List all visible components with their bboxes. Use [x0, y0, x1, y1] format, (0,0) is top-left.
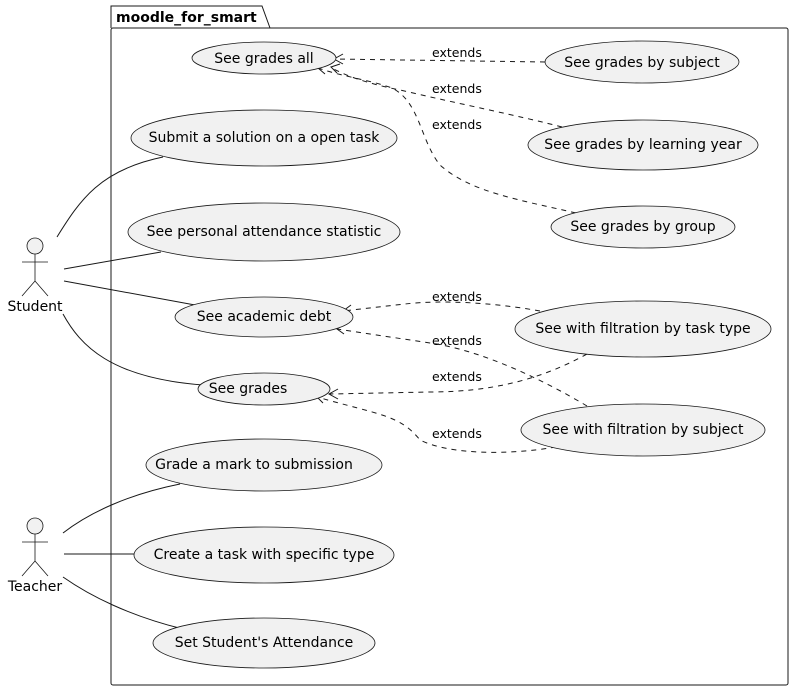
use-case-grade-mark[interactable]: Grade a mark to submission: [145, 438, 383, 492]
use-case-see-grades[interactable]: See grades: [197, 372, 331, 406]
use-case-label: Grade a mark to submission: [155, 457, 353, 473]
use-case-filtration-by-task-type[interactable]: See with filtration by task type: [514, 300, 772, 358]
arrowhead-to-grades-all-2: [330, 63, 341, 74]
use-case-label: See grades all: [214, 51, 313, 67]
actor-body: [21, 254, 49, 297]
use-case-shape: [520, 403, 766, 457]
use-case-shape: [527, 119, 759, 171]
use-case-shape: [133, 526, 395, 584]
extend-label-filter-task-to-debt: extends: [432, 289, 482, 304]
use-case-label: See grades: [209, 381, 288, 397]
association-teacher-set-attendance: [62, 576, 184, 630]
use-case-label: See grades by learning year: [544, 137, 742, 153]
use-case-shape: [174, 296, 354, 338]
use-case-shape: [191, 41, 337, 75]
use-case-personal-attendance-statistic[interactable]: See personal attendance statistic: [127, 202, 401, 262]
association-student-grades: [62, 313, 204, 386]
use-case-label: Set Student's Attendance: [175, 635, 354, 651]
extend-label-grades-by-group: extends: [432, 117, 482, 132]
package-tab: [110, 5, 271, 29]
use-case-label: See personal attendance statistic: [147, 224, 382, 240]
use-cases: See grades all See grades by subject Sub…: [127, 40, 772, 669]
actor-body: [21, 534, 49, 577]
extend-label-grades-by-subject: extends: [432, 45, 482, 60]
use-case-shape: [197, 372, 331, 406]
use-case-label: See academic debt: [197, 309, 332, 325]
use-case-shape: [544, 40, 740, 84]
use-case-shape: [145, 438, 383, 492]
use-case-see-grades-all[interactable]: See grades all: [191, 41, 337, 75]
extend-line-filter-subject-to-grades: [316, 396, 557, 453]
use-case-shape: [127, 202, 401, 262]
actor-head: [26, 237, 44, 255]
use-case-shape: [550, 205, 736, 249]
use-case-label: See with filtration by subject: [543, 422, 744, 438]
use-case-submit-solution[interactable]: Submit a solution on a open task: [130, 109, 398, 167]
extend-label-filter-subject-to-grades: extends: [432, 426, 482, 441]
use-case-filtration-by-subject[interactable]: See with filtration by subject: [520, 403, 766, 457]
actor-student[interactable]: Student: [7, 237, 63, 315]
extend-label-filter-task-to-grades: extends: [432, 369, 482, 384]
association-student-attendance-stat: [63, 251, 162, 270]
actor-label: Teacher: [7, 579, 63, 595]
use-case-label: See grades by group: [570, 219, 715, 235]
use-case-create-task[interactable]: Create a task with specific type: [133, 526, 395, 584]
use-case-label: See with filtration by task type: [535, 321, 750, 337]
package-body: [110, 27, 789, 686]
extend-line-filter-task-to-debt: [342, 301, 541, 312]
extend-line-grades-by-learning-year: [329, 66, 563, 128]
use-case-shape: [514, 300, 772, 358]
extend-line-filter-subject-to-debt: [336, 328, 588, 407]
extend-line-filter-task-to-grades: [328, 353, 588, 395]
package-frame: moodle_for_smart: [110, 5, 789, 686]
extend-label-filter-subject-to-debt: extends: [432, 333, 482, 348]
package-name: moodle_for_smart: [116, 10, 257, 26]
use-case-see-academic-debt[interactable]: See academic debt: [174, 296, 354, 338]
extend-labels: extends extends extends extends extends …: [432, 45, 482, 441]
extend-label-grades-by-learning-year: extends: [432, 81, 482, 96]
use-case-shape: [130, 109, 398, 167]
use-case-shape: [152, 617, 376, 669]
use-case-label: See grades by subject: [564, 55, 720, 71]
use-case-label: Submit a solution on a open task: [149, 130, 381, 146]
actor-teacher[interactable]: Teacher: [7, 517, 63, 595]
use-case-see-grades-by-subject[interactable]: See grades by subject: [544, 40, 740, 84]
use-case-set-attendance[interactable]: Set Student's Attendance: [152, 617, 376, 669]
arrowhead-to-grades-1: [327, 388, 339, 400]
association-student-academic-debt: [63, 280, 196, 306]
use-case-see-grades-by-group[interactable]: See grades by group: [550, 205, 736, 249]
association-teacher-grade-mark: [62, 483, 181, 534]
association-student-submit: [56, 156, 164, 238]
use-case-see-grades-by-learning-year[interactable]: See grades by learning year: [527, 119, 759, 171]
actor-label: Student: [7, 299, 63, 315]
extend-lines: [316, 58, 588, 453]
association-lines: [56, 156, 204, 630]
use-case-label: Create a task with specific type: [154, 547, 375, 563]
actor-head: [26, 517, 44, 535]
